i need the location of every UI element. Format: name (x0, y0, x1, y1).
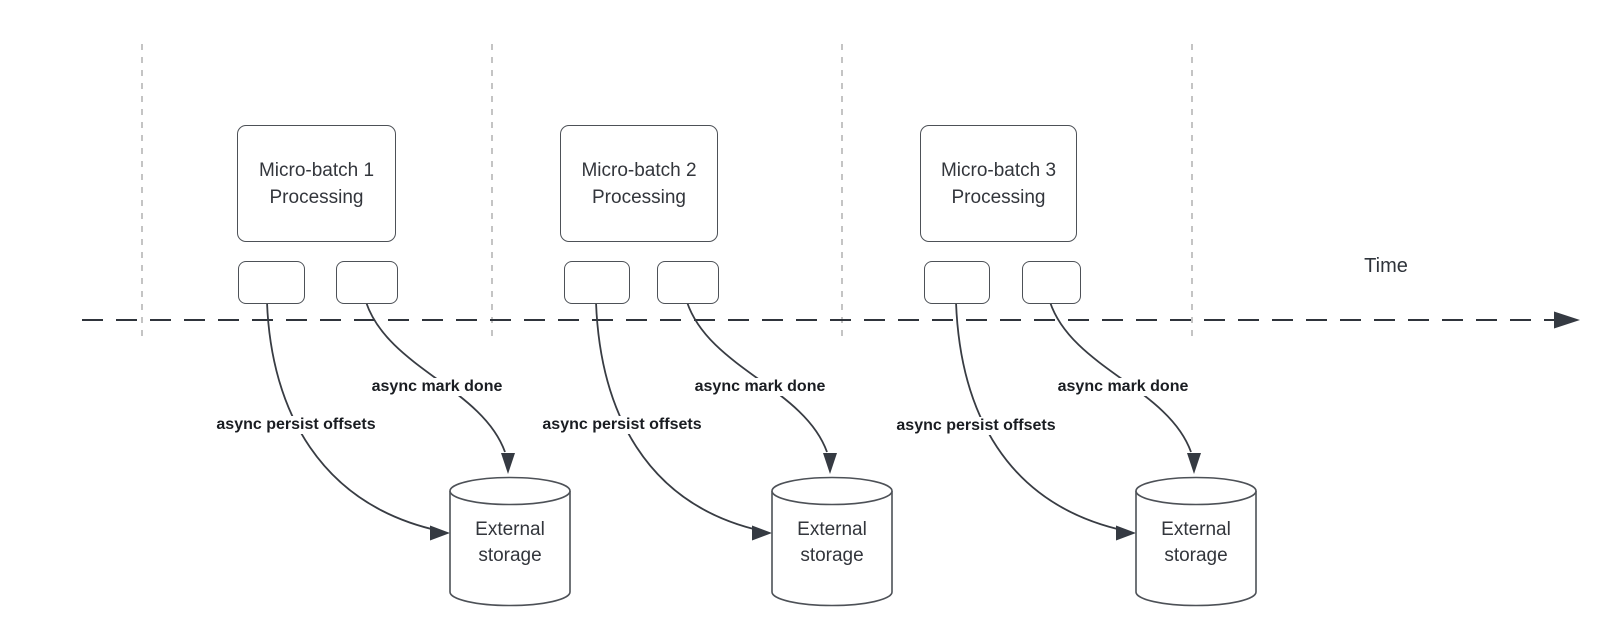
micro-batch-2-title-line1: Micro-batch 2 (581, 159, 697, 181)
mark-done-arrow-1 (365, 301, 506, 453)
persist-task-box-1 (238, 261, 305, 304)
micro-batch-1-title-line1: Micro-batch 1 (258, 159, 375, 181)
external-storage-label-1-line2: storage (478, 545, 542, 566)
mark-done-label-2: async mark done (691, 378, 829, 396)
external-storage-label-3-line2: storage (1164, 545, 1228, 566)
mark-done-task-box-1 (336, 261, 398, 304)
external-storage-label-3-line1: External (1161, 519, 1231, 540)
external-storage-label-2-line1: External (797, 519, 867, 540)
micro-batch-3-box: Micro-batch 3 Processing (920, 125, 1077, 242)
micro-batch-1-title-line2: Processing (269, 186, 364, 208)
mark-done-arrow-3 (1049, 301, 1192, 453)
persist-offsets-label-2: async persist offsets (539, 416, 705, 434)
external-storage-label-3: External storage (1131, 517, 1261, 569)
persist-offsets-arrow-3 (955, 301, 1127, 532)
persist-offsets-arrow-2 (595, 301, 763, 532)
external-storage-cylinder-3 (1135, 476, 1257, 607)
mark-done-arrowhead-2-icon (823, 453, 837, 474)
external-storage-label-1-line1: External (475, 519, 545, 540)
mark-done-task-box-3 (1022, 261, 1081, 304)
persist-task-box-3 (924, 261, 990, 304)
mark-done-label-1: async mark done (368, 378, 506, 396)
micro-batch-1-box: Micro-batch 1 Processing (237, 125, 396, 242)
micro-batch-3-title-line1: Micro-batch 3 (940, 159, 1057, 181)
persist-offsets-arrowhead-3-icon (1116, 525, 1136, 541)
external-storage-cylinder-2 (771, 476, 893, 607)
micro-batch-2-box: Micro-batch 2 Processing (560, 125, 718, 242)
mark-done-task-box-2 (657, 261, 719, 304)
micro-batch-3-title-line2: Processing (951, 186, 1046, 208)
persist-offsets-arrowhead-2-icon (752, 525, 772, 541)
persist-task-box-2 (564, 261, 630, 304)
mark-done-arrow-2 (686, 301, 828, 453)
external-storage-cylinder-1 (449, 476, 571, 607)
time-axis-arrowhead-icon (1554, 311, 1580, 329)
persist-offsets-arrow-1 (266, 301, 441, 532)
external-storage-label-2: External storage (767, 517, 897, 569)
mark-done-label-3: async mark done (1054, 378, 1192, 396)
persist-offsets-arrowhead-1-icon (430, 525, 450, 541)
time-axis-label: Time (1364, 255, 1408, 277)
persist-offsets-label-3: async persist offsets (893, 417, 1059, 435)
persist-offsets-label-1: async persist offsets (213, 416, 379, 434)
mark-done-arrowhead-1-icon (501, 453, 515, 474)
external-storage-label-1: External storage (445, 517, 575, 569)
micro-batch-2-title-line2: Processing (592, 186, 686, 208)
mark-done-arrowhead-3-icon (1187, 453, 1201, 474)
external-storage-label-2-line2: storage (800, 545, 864, 566)
